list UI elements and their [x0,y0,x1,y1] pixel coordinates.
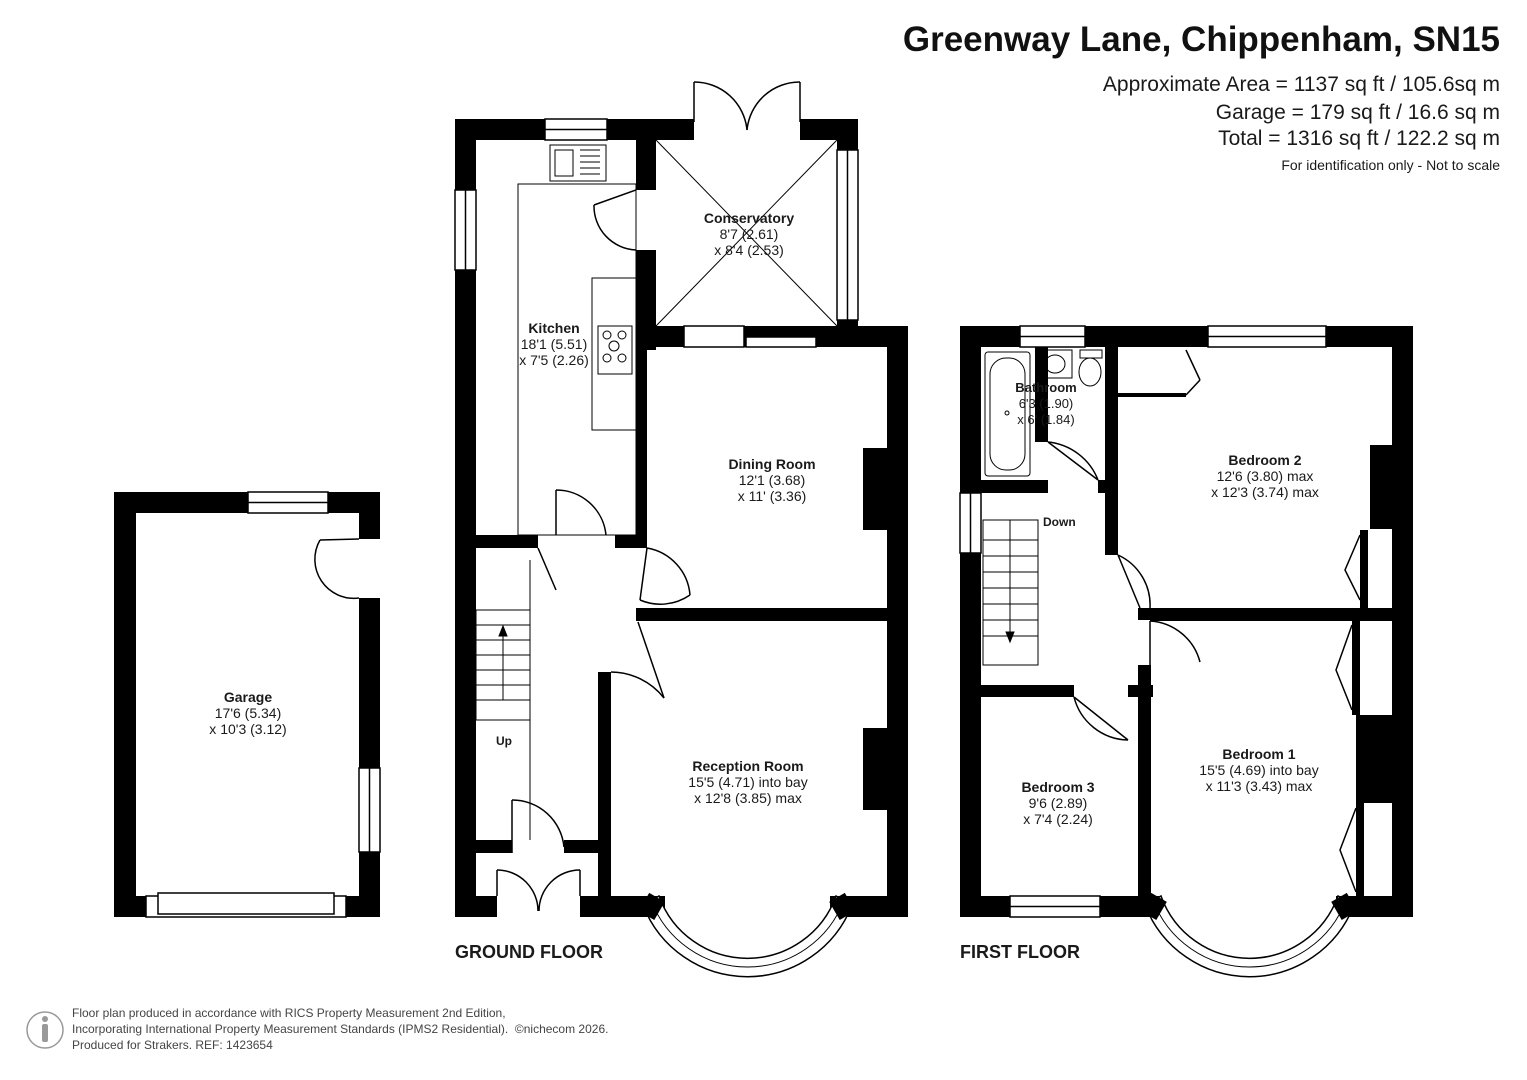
room-name: Reception Room [692,758,804,774]
room-dimension: 18'1 (5.51) [520,336,588,352]
bedroom1-bay [1140,892,1358,978]
room-label-reception-room: Reception Room 15'5 (4.71) into bay x 12… [688,758,807,806]
room-label-bedroom-2: Bedroom 2 12'6 (3.80) max x 12'3 (3.74) … [1211,452,1319,500]
room-name: Bedroom 2 [1228,452,1302,468]
room-dimension: 15'5 (4.69) into bay [1199,762,1319,778]
approximate-area: Approximate Area = 1137 sq ft / 105.6sq … [1102,73,1500,96]
ground-floor-doors [496,189,691,912]
reception-bay [638,892,856,978]
room-dimension: 6'3 (1.90) [1018,396,1074,411]
room-dimension: x 12'3 (3.74) max [1211,484,1319,500]
first-floor-fixtures [984,349,1103,477]
first-floor-stairs [982,519,1039,666]
scale-note: For identification only - Not to scale [1281,157,1500,173]
room-name: Garage [223,689,273,705]
room-name: Bedroom 3 [1021,779,1095,795]
property-address: Greenway Lane, Chippenham, SN15 [902,20,1500,59]
room-label-garage: Garage 17'6 (5.34) x 10'3 (3.12) [209,689,286,737]
footer-line: Floor plan produced in accordance with R… [72,1006,506,1020]
room-dimension: 15'5 (4.71) into bay [688,774,808,790]
room-dimension: x 12'8 (3.85) max [694,790,802,806]
stairs-up-label: Up [496,734,512,748]
room-dimension: x 7'4 (2.24) [1023,811,1093,827]
first-floor-doors [1047,349,1361,893]
room-dimension: x 11' (3.36) [737,488,807,504]
garage-openings [145,491,381,918]
room-label-bedroom-1: Bedroom 1 15'5 (4.69) into bay x 11'3 (3… [1199,746,1318,794]
room-name: Kitchen [528,320,580,336]
room-dimension: 12'1 (3.68) [738,472,806,488]
room-label-conservatory: Conservatory 8'7 (2.61) x 8'4 (2.53) [704,210,794,258]
room-dimension: 9'6 (2.89) [1028,795,1088,811]
total-area: Total = 1316 sq ft / 122.2 sq m [1218,127,1500,150]
first-floor-label: FIRST FLOOR [960,942,1080,962]
room-dimension: x 6' (1.84) [1017,412,1075,427]
garage-area: Garage = 179 sq ft / 16.6 sq m [1215,101,1500,124]
room-dimension: x 8'4 (2.53) [714,242,784,258]
room-name: Bathroom [1015,380,1077,395]
footer-line-with-brand: Incorporating International Property Mea… [72,1021,608,1037]
room-name: Conservatory [703,210,795,226]
room-name: Bedroom 1 [1222,746,1296,762]
room-label-bedroom-3: Bedroom 3 9'6 (2.89) x 7'4 (2.24) [1021,779,1094,827]
first-floor-windows [959,325,1327,918]
footer-line: Incorporating International Property Mea… [72,1022,509,1036]
ground-floor-windows [454,81,859,536]
room-label-kitchen: Kitchen 18'1 (5.51) x 7'5 (2.26) [519,320,589,368]
room-dimension: 8'7 (2.61) [719,226,779,242]
room-label-dining-room: Dining Room 12'1 (3.68) x 11' (3.36) [728,456,815,504]
footer-brand: ©nichecom 2026. [514,1022,609,1036]
room-label-bathroom: Bathroom 6'3 (1.90) x 6' (1.84) [1015,380,1076,428]
ground-floor-stairs [475,560,531,840]
room-dimension: x 10'3 (3.12) [209,721,287,737]
ground-floor-label: GROUND FLOOR [455,942,603,962]
room-name: Dining Room [728,456,816,472]
room-dimension: x 7'5 (2.26) [519,352,589,368]
footer-line: Produced for Strakers. REF: 1423654 [72,1038,273,1052]
room-dimension: 12'6 (3.80) max [1216,468,1314,484]
room-dimension: x 11'3 (3.43) max [1205,778,1313,794]
stairs-down-label: Down [1043,515,1076,529]
person-icon [26,1011,64,1049]
room-dimension: 17'6 (5.34) [214,705,282,721]
footer-disclaimer: Floor plan produced in accordance with R… [72,1005,608,1053]
